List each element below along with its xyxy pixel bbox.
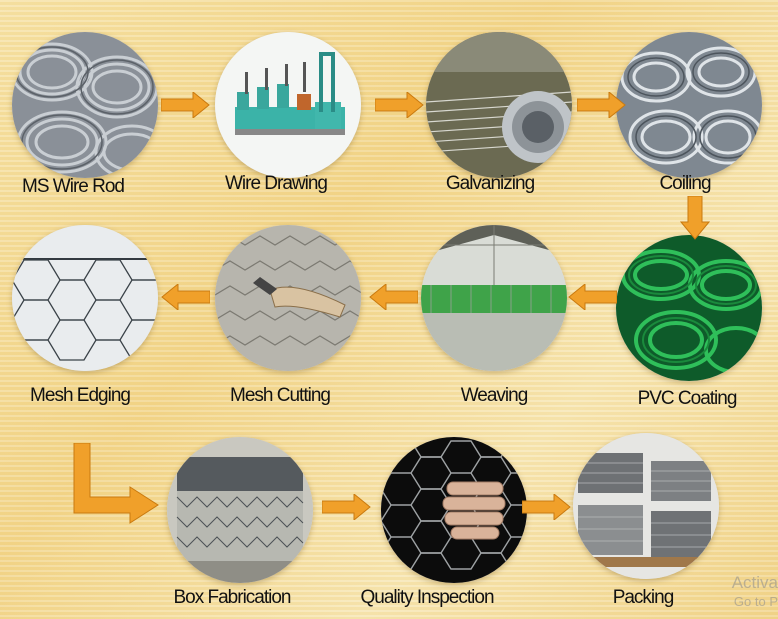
wire-coils-photo — [616, 32, 762, 178]
step-label-coiling: Coiling — [659, 173, 711, 194]
mesh-inspection-hand-photo — [381, 437, 527, 583]
galvanizing-line-photo — [426, 32, 572, 178]
arrow-right-icon — [375, 92, 424, 118]
mesh-cutting-pliers-photo — [215, 225, 361, 371]
wire-rod-coils-photo — [12, 32, 158, 178]
arrow-right-icon — [322, 494, 371, 520]
step-label-weaving: Weaving — [460, 385, 529, 406]
arrow-down-icon — [680, 196, 710, 240]
step-label-packing: Packing — [612, 587, 675, 608]
activation-watermark-subtext: Go to P — [733, 594, 778, 609]
step-label-box-fabrication: Box Fabrication — [173, 587, 291, 608]
step-label-quality-inspection: Quality Inspection — [360, 587, 494, 608]
gabion-box-photo — [167, 437, 313, 583]
wire-drawing-machine-photo — [215, 32, 361, 178]
arrow-left-icon — [161, 284, 210, 310]
weaving-factory-photo — [421, 225, 567, 371]
arrow-left-icon — [369, 284, 418, 310]
hexagonal-mesh-photo — [12, 225, 158, 371]
green-pvc-wire-photo — [616, 235, 762, 381]
step-label-mesh-edging: Mesh Edging — [30, 385, 131, 406]
arrow-right-icon — [522, 494, 571, 520]
step-label-pvc-coating: PVC Coating — [637, 388, 738, 409]
step-label-mesh-cutting: Mesh Cutting — [230, 385, 331, 406]
arrow-left-icon — [568, 284, 617, 310]
arrow-right-icon — [577, 92, 626, 118]
step-label-wire-drawing: Wire Drawing — [224, 173, 328, 194]
step-label-galvanizing: Galvanizing — [445, 173, 535, 194]
activation-watermark: Activa — [731, 573, 778, 592]
packed-bundles-photo — [573, 433, 719, 579]
arrow-elbow-icon — [73, 443, 159, 524]
arrow-right-icon — [161, 92, 210, 118]
step-label-ms-wire-rod: MS Wire Rod — [22, 176, 125, 197]
